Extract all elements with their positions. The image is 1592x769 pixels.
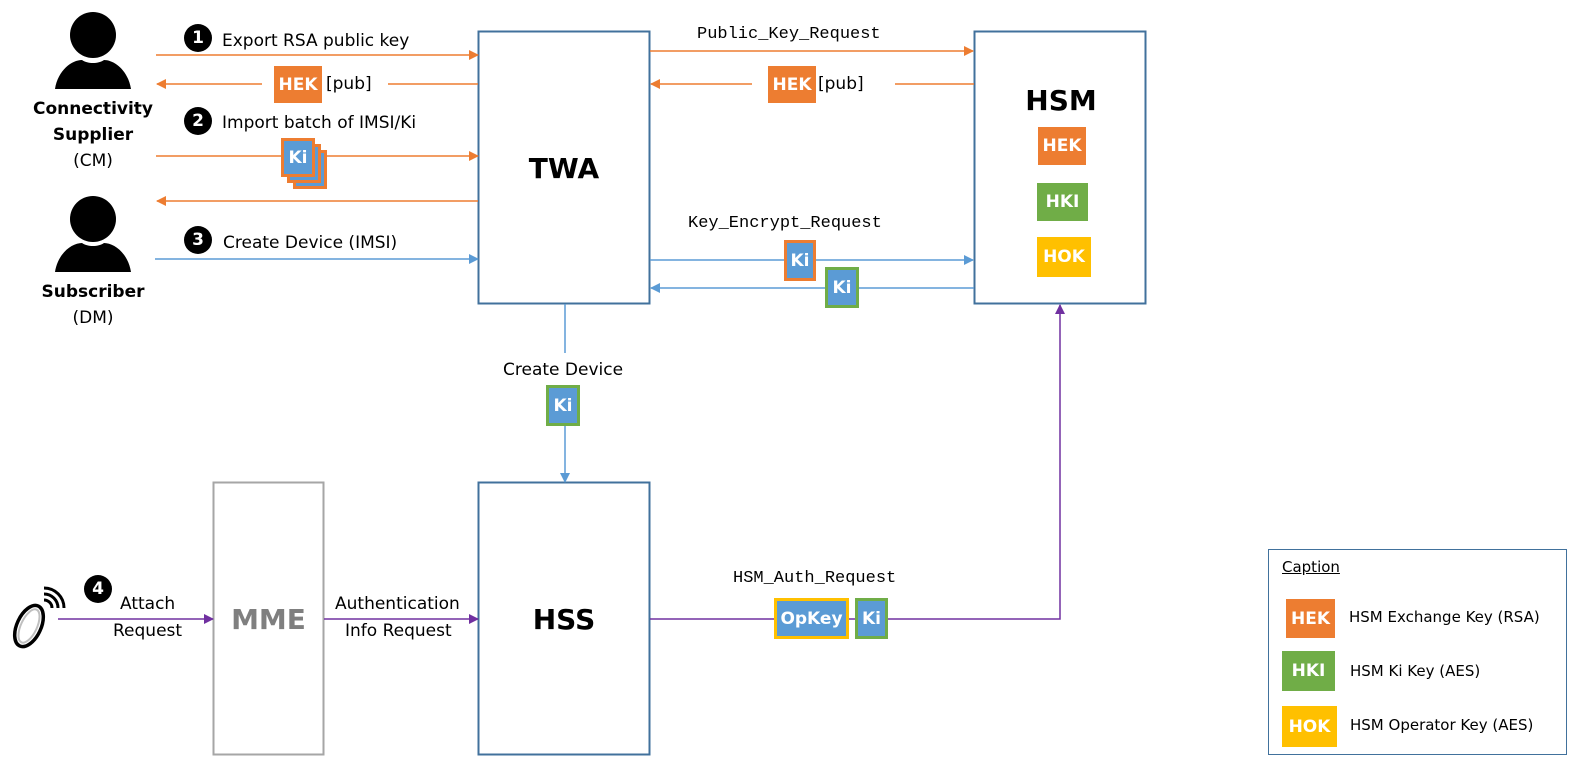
hsm-key-hok: HOK xyxy=(1037,237,1091,277)
subscriber-label: Subscriber (DM) xyxy=(18,279,168,331)
legend-key-hek: HEK xyxy=(1286,599,1335,638)
twa-box xyxy=(477,30,651,305)
legend-desc-hek: HSM Exchange Key (RSA) xyxy=(1349,608,1540,626)
hss-title: HSS xyxy=(532,603,596,636)
step-2-badge: 2 xyxy=(184,107,212,135)
legend-title: Caption xyxy=(1282,558,1340,576)
subscriber-role: (DM) xyxy=(72,308,114,328)
supplier-name-line1: Connectivity xyxy=(32,99,154,119)
twa-title: TWA xyxy=(528,152,600,185)
ki-batch-label: Ki xyxy=(288,147,308,168)
opkey-badge: OpKey xyxy=(774,598,849,639)
caption-legend: Caption HEK HSM Exchange Key (RSA) HKI H… xyxy=(1268,549,1567,755)
step-1-label: Export RSA public key xyxy=(222,31,410,51)
attach-label-line2: Request xyxy=(113,621,183,641)
public-key-request-label: Public_Key_Request xyxy=(697,25,881,44)
wearable-wireless-icon xyxy=(12,586,66,649)
hsm-key-hki: HKI xyxy=(1037,183,1088,221)
supplier-role: (CM) xyxy=(73,151,113,171)
mme-title: MME xyxy=(231,603,306,636)
supplier-person-icon xyxy=(55,12,131,89)
legend-desc-hok: HSM Operator Key (AES) xyxy=(1350,716,1534,734)
hek-pub-suffix-hsm: [pub] xyxy=(818,74,864,94)
legend-key-hok: HOK xyxy=(1282,706,1337,747)
step-4-badge: 4 xyxy=(84,575,112,603)
step-1-badge: 1 xyxy=(184,24,212,52)
step-3-label: Create Device (IMSI) xyxy=(223,233,398,253)
hsm-box xyxy=(973,30,1147,305)
legend-key-hki: HKI xyxy=(1282,651,1335,691)
auth-info-label-line2: Info Request xyxy=(345,621,452,641)
hsm-title: HSM xyxy=(1025,84,1097,117)
hsm-key-hek: HEK xyxy=(1038,127,1086,165)
create-device-label: Create Device xyxy=(503,360,624,380)
auth-info-label-line1: Authentication xyxy=(335,594,460,614)
step-3-badge: 3 xyxy=(184,226,212,254)
ki-auth-badge: Ki xyxy=(855,598,888,639)
step-2-label: Import batch of IMSI/Ki xyxy=(222,113,417,133)
ki-hki-encrypted-badge: Ki xyxy=(825,267,859,308)
ki-hek-encrypted-badge: Ki xyxy=(784,240,816,281)
supplier-name-line2: Supplier xyxy=(52,125,134,145)
hsm-auth-request-label: HSM_Auth_Request xyxy=(733,569,897,588)
attach-label-line1: Attach xyxy=(120,594,176,614)
ki-create-device-badge: Ki xyxy=(546,385,580,426)
ki-batch-icon xyxy=(281,138,327,189)
hek-key-badge-hsm: HEK xyxy=(768,66,816,103)
hek-pub-suffix: [pub] xyxy=(326,74,372,94)
subscriber-name: Subscriber xyxy=(41,282,145,302)
hek-key-badge: HEK xyxy=(274,66,322,103)
key-encrypt-request-label: Key_Encrypt_Request xyxy=(688,214,882,233)
supplier-label: Connectivity Supplier (CM) xyxy=(18,96,168,174)
subscriber-person-icon xyxy=(55,196,131,272)
legend-desc-hki: HSM Ki Key (AES) xyxy=(1350,662,1481,680)
